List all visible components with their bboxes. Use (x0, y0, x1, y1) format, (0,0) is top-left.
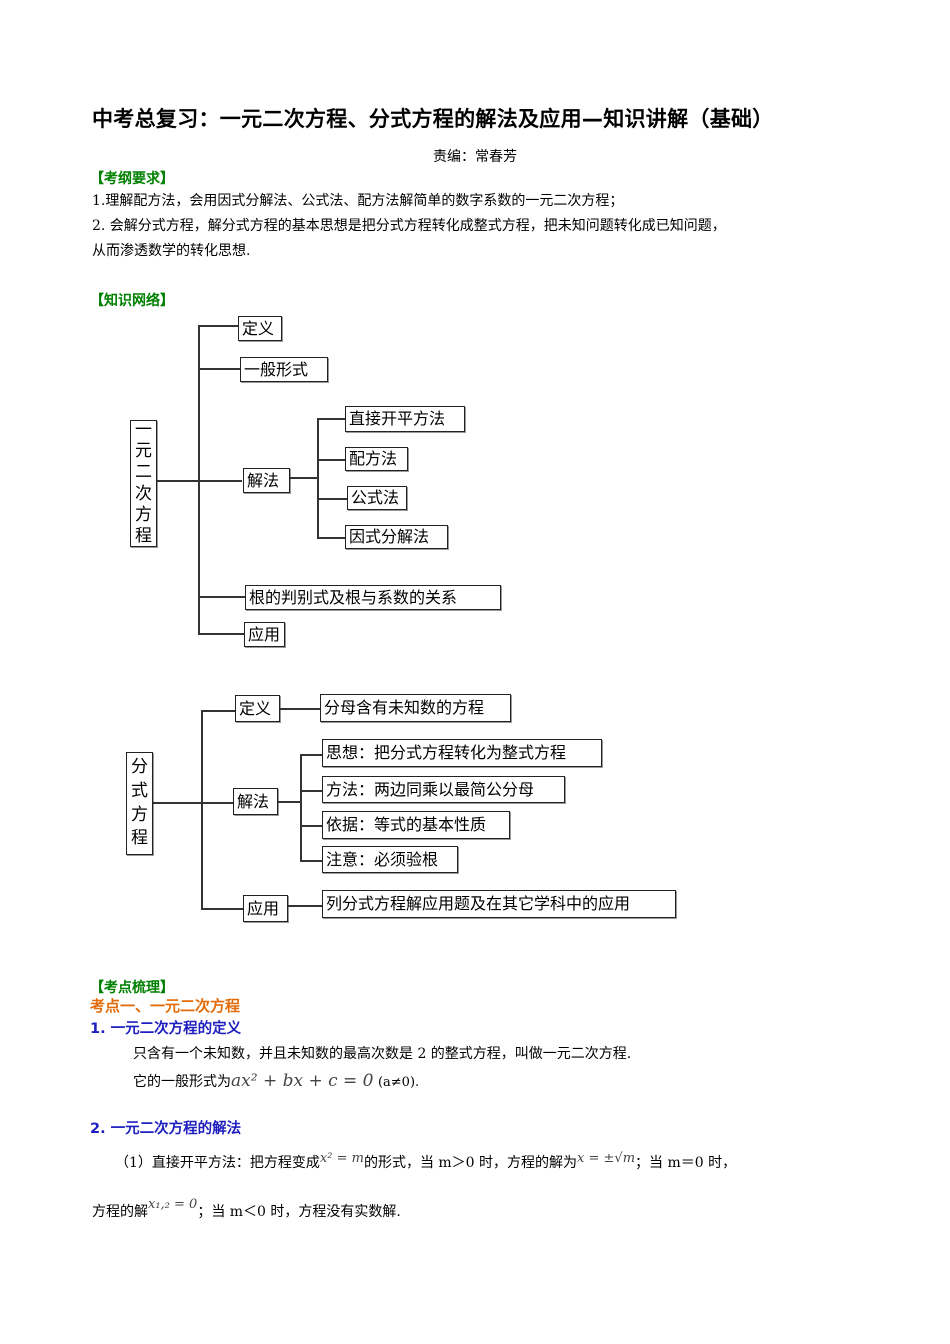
formula-x12-eq-0: x₁,₂ = 0 (148, 1197, 198, 1212)
method-completing-square: 配方法 (345, 447, 408, 471)
fractional-root-node: 分 式 方 程 (126, 752, 153, 855)
fractional-solution-basis: 依据：等式的基本性质 (322, 811, 510, 839)
fractional-definition-text: 分母含有未知数的方程 (320, 694, 511, 722)
method-direct-square-root: 直接开平方法 (345, 406, 465, 432)
fractional-branch-application: 应用 (243, 895, 288, 922)
text: (a≠0). (377, 1075, 420, 1090)
method-factoring: 因式分解法 (345, 525, 448, 549)
fractional-branch-solutions: 解法 (233, 788, 278, 815)
fractional-solution-method: 方法：两边同乘以最简公分母 (322, 776, 565, 803)
text: ；当 m＝0 时， (635, 1155, 737, 1171)
quadratic-branch-discriminant: 根的判别式及根与系数的关系 (245, 585, 501, 610)
formula-x2-eq-m: x² = m (319, 1151, 364, 1166)
root-char: 一 (135, 419, 152, 440)
quadratic-branch-general-form: 一般形式 (240, 357, 328, 382)
quadratic-root-node: 一 元 二 次 方 程 (130, 420, 157, 547)
quadratic-branch-application: 应用 (244, 622, 285, 647)
text: 它的一般形式为 (133, 1074, 231, 1090)
root-char: 程 (131, 828, 148, 849)
section1-general-form: 它的一般形式为ax² + bx + c = 0 (a≠0). (133, 1071, 419, 1091)
formula-x-eq-pm-sqrt-m: x = ±√m (577, 1151, 636, 1166)
root-char: 方 (131, 804, 148, 825)
section2-para1: （1）直接开平方法：把方程变成x² = m的形式，当 m＞0 时，方程的解为x … (115, 1151, 737, 1172)
requirement-1: 1.理解配方法，会用因式分解法、公式法、配方法解简单的数字系数的一元二次方程； (92, 193, 624, 209)
editor-credit: 责编：常春芳 (433, 149, 517, 165)
root-char: 方 (135, 504, 152, 525)
section2-para2: 方程的解x₁,₂ = 0；当 m＜0 时，方程没有实数解. (92, 1197, 401, 1221)
text: 方程的解 (92, 1204, 148, 1220)
requirement-2: 2. 会解分式方程，解分式方程的基本思想是把分式方程转化成整式方程，把未知问题转… (92, 218, 726, 234)
text: ；当 m＜0 时，方程没有实数解. (197, 1204, 401, 1220)
fractional-solution-note: 注意：必须验根 (322, 846, 458, 873)
fractional-branch-definition: 定义 (235, 695, 280, 722)
root-char: 程 (135, 526, 152, 546)
root-char: 二 (135, 462, 152, 483)
fractional-solution-idea: 思想：把分式方程转化为整式方程 (322, 739, 602, 767)
text: 的形式，当 m＞0 时，方程的解为 (363, 1155, 578, 1171)
root-char: 式 (131, 780, 148, 801)
quadratic-branch-definition: 定义 (238, 316, 282, 341)
method-formula: 公式法 (347, 486, 407, 510)
point1-heading: 考点一、一元二次方程 (90, 997, 241, 1015)
points-heading: 【考点梳理】 (90, 980, 174, 996)
page-title: 中考总复习：一元二次方程、分式方程的解法及应用—知识讲解（基础） (92, 107, 774, 131)
network-heading: 【知识网络】 (90, 293, 174, 309)
root-char: 元 (135, 441, 152, 461)
text: （1）直接开平方法：把方程变成 (115, 1155, 320, 1171)
section1-definition: 只含有一个未知数，并且未知数的最高次数是 2 的整式方程，叫做一元二次方程. (133, 1046, 632, 1062)
root-char: 次 (135, 483, 152, 504)
requirements-heading: 【考纲要求】 (90, 171, 174, 187)
root-char: 分 (131, 756, 148, 777)
fractional-application-text: 列分式方程解应用题及在其它学科中的应用 (322, 890, 676, 918)
section1-title: 1. 一元二次方程的定义 (90, 1021, 242, 1037)
general-form-formula: ax² + bx + c = 0 (231, 1071, 374, 1091)
requirement-2-cont: 从而渗透数学的转化思想. (92, 243, 251, 259)
section2-title: 2. 一元二次方程的解法 (90, 1121, 242, 1137)
quadratic-branch-solutions: 解法 (243, 468, 290, 493)
